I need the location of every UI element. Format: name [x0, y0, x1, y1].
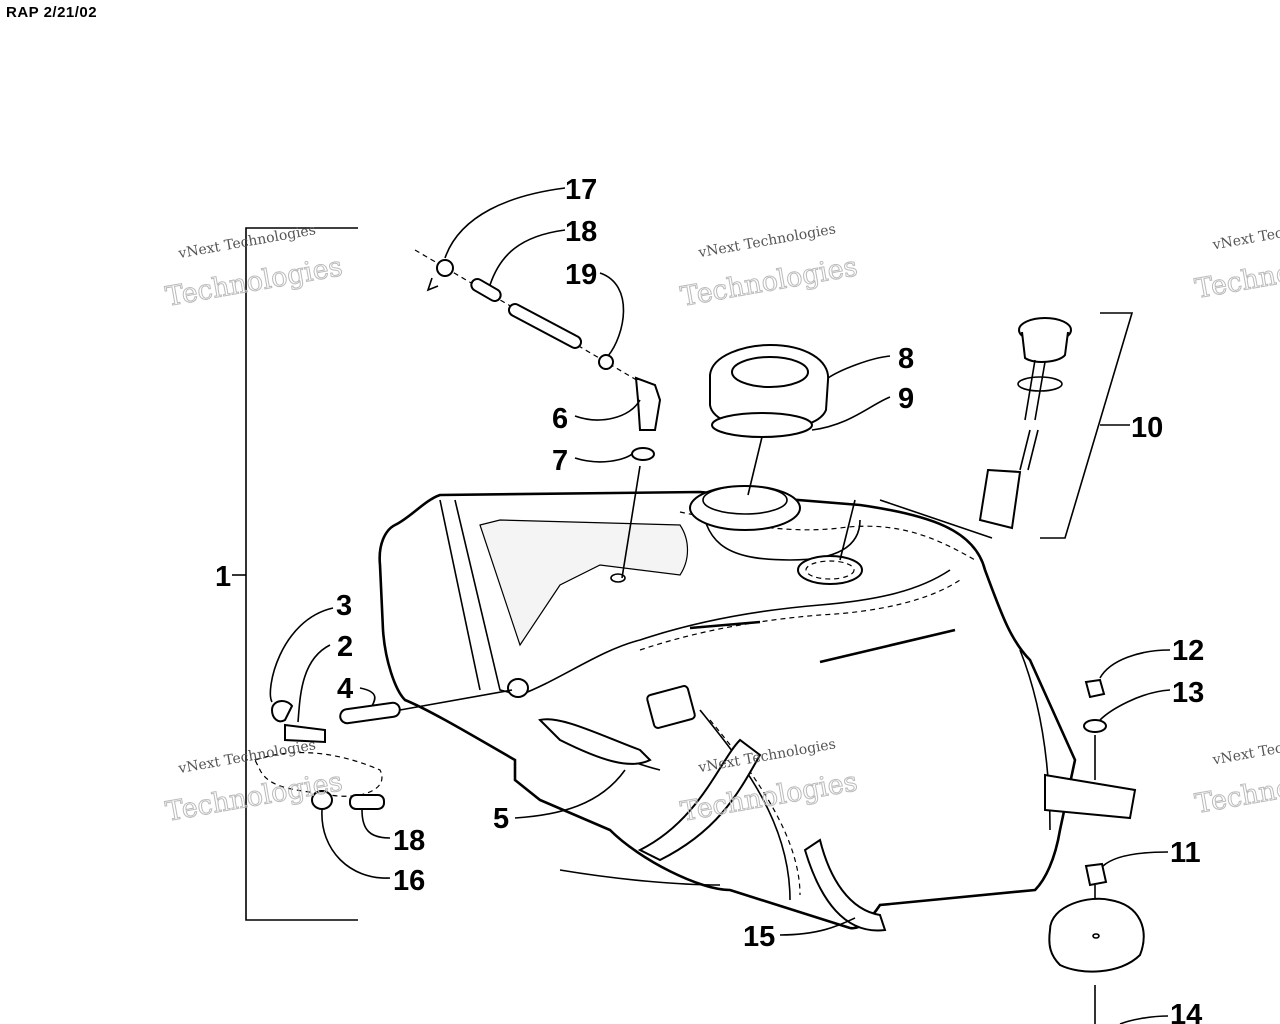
callout-7: 7: [552, 445, 568, 477]
watermark-text: vNext Technologies: [696, 221, 837, 261]
callout-9: 9: [898, 383, 914, 415]
fuel-tank: [378, 485, 1137, 930]
callout-16: 16: [393, 865, 425, 897]
callout-12: 12: [1172, 635, 1204, 667]
watermark-bottom-right: vNext Technologies Technologies: [1192, 729, 1280, 821]
fuel-valve-parts: [254, 689, 513, 810]
callout-14: 14: [1170, 999, 1202, 1024]
watermark-text: Technologies: [1193, 243, 1280, 305]
callout-1: 1: [215, 561, 231, 593]
callout-5: 5: [493, 803, 509, 835]
fuel-sender-assembly: [839, 312, 1134, 561]
watermark-text: vNext Technologies: [696, 736, 837, 776]
callout-15: 15: [743, 921, 775, 953]
watermark-text: Technologies: [678, 251, 859, 313]
watermark-top-center: vNext Technologies Technologies: [678, 221, 860, 313]
watermark-bottom-center: vNext Technologies Technologies: [678, 736, 860, 828]
watermark-top-right: vNext Technologies Technologies: [1192, 214, 1280, 306]
part-15-hose: [637, 738, 887, 932]
callout-6: 6: [552, 403, 568, 435]
callout-labels: 1 2 3 4 5 6 7 8 9 10 11 12 13 14 15 16 1…: [215, 174, 1204, 1024]
watermark-text: Technologies: [163, 766, 344, 828]
callout-18-bottom: 18: [393, 825, 425, 857]
watermark-text: vNext Technologies: [1211, 214, 1280, 254]
callout-17: 17: [565, 174, 597, 206]
callout-19: 19: [565, 259, 597, 291]
fuel-cap-assembly: [709, 343, 830, 496]
document-reference: RAP 2/21/02: [6, 4, 98, 21]
watermark-top-left: vNext Technologies Technologies: [163, 222, 345, 313]
mount-hardware: [1048, 678, 1145, 1024]
watermark-text: Technologies: [678, 766, 859, 828]
watermark-text: Technologies: [163, 251, 344, 313]
callout-2: 2: [337, 631, 353, 663]
callout-8: 8: [898, 343, 914, 375]
callout-18-top: 18: [565, 216, 597, 248]
callout-3: 3: [336, 590, 352, 622]
watermark-text: Technologies: [1193, 758, 1280, 820]
assembly-bracket: [232, 227, 358, 921]
vent-hose-parts: [414, 249, 662, 579]
callout-13: 13: [1172, 677, 1204, 709]
callout-11: 11: [1170, 837, 1201, 869]
callout-4: 4: [337, 673, 353, 705]
callout-10: 10: [1131, 412, 1163, 444]
watermark-text: vNext Technologies: [1211, 729, 1280, 769]
leader-lines: [269, 187, 1171, 1024]
watermark-bottom-left: vNext Technologies Technologies: [163, 737, 345, 828]
